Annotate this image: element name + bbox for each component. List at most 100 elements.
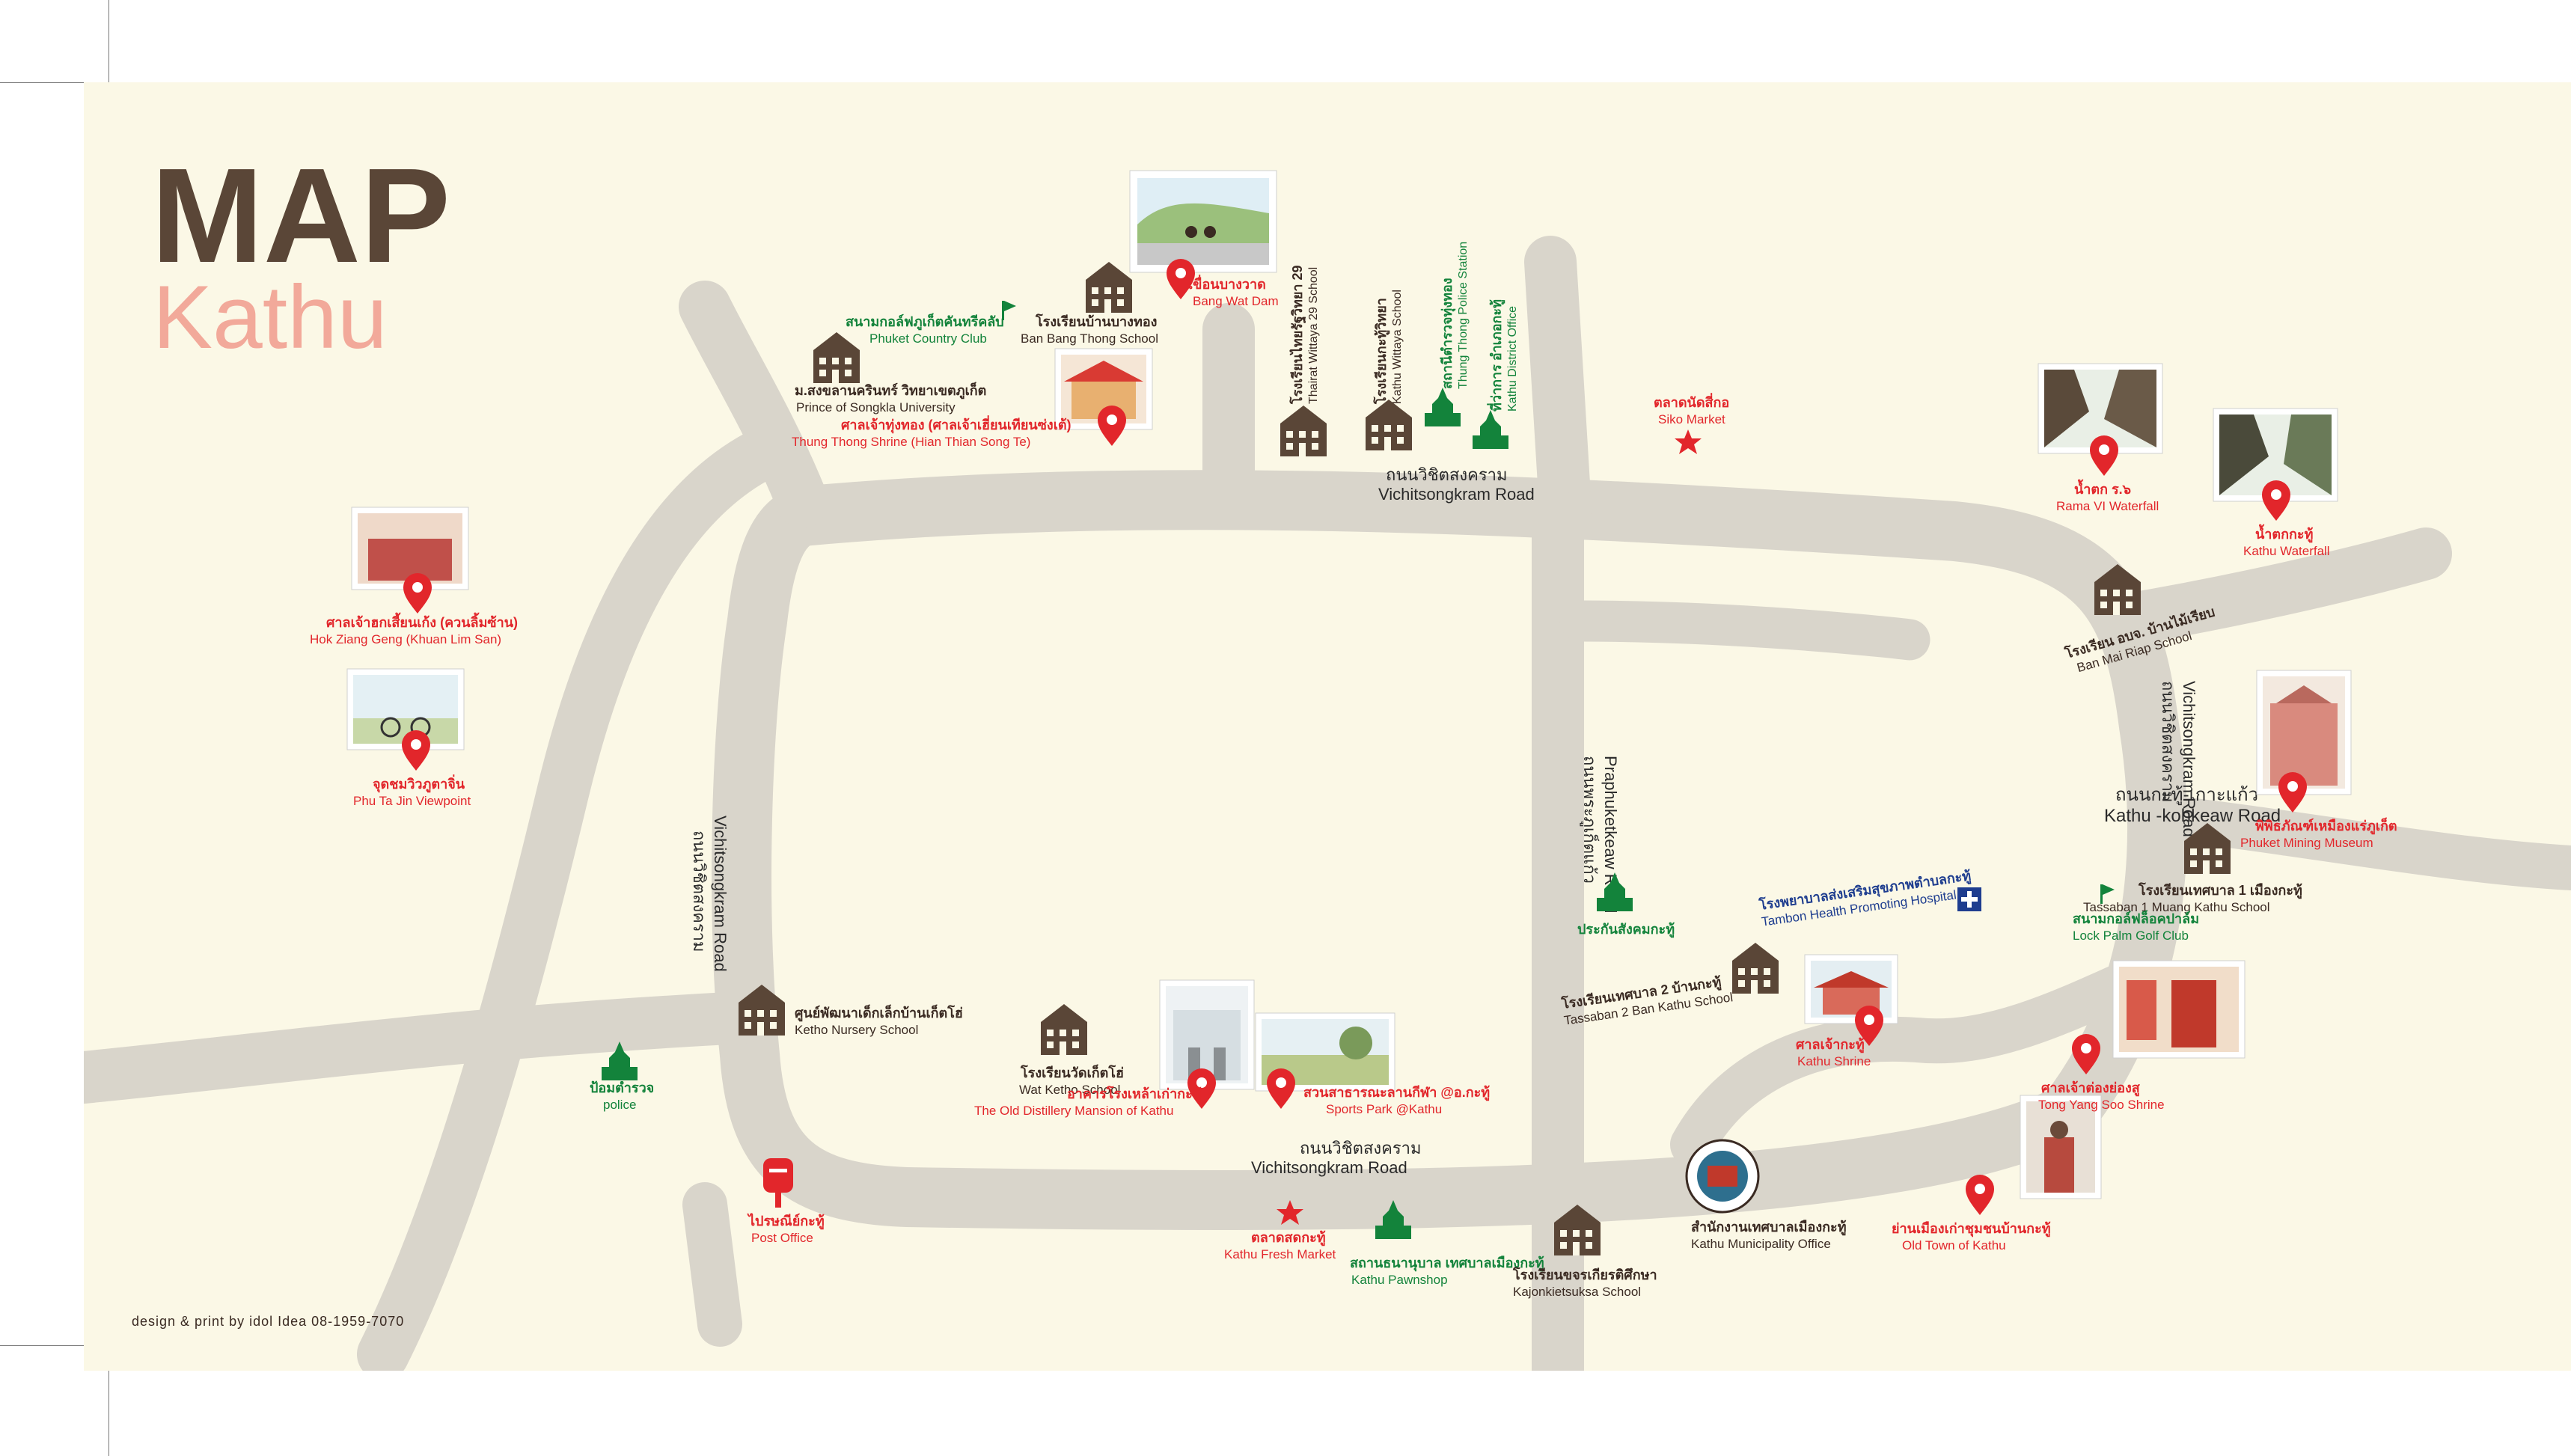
connector-road [1559,600,1930,661]
north-west-road [679,281,828,527]
siko-market-th: ตลาดนัดสี่กอ [1654,393,1729,410]
kathu-shrine-en: Kathu Shrine [1797,1054,1871,1068]
tassaban1-en: Tassaban 1 Muang Kathu School [2083,900,2270,914]
kathu-waterfall-th: น้ำตกกะทู้ [2255,524,2313,543]
south-east-road [1670,950,2171,1167]
fresh-market-th: ตลาดสดกะทู้ [1251,1230,1326,1247]
kathu-wittaya-th: โรงเรียนกะทู้วิทยา [1373,298,1390,405]
bang-wat-dam-en: Bang Wat Dam [1193,294,1279,308]
south-road-down [682,1182,742,1347]
district-road [1524,236,1592,535]
bang-wat-dam-th: เขื่อนบางวาด [1188,275,1266,292]
ban-bang-thong-th: โรงเรียนบ้านบางทอง [1035,313,1157,329]
west-road-label-en: Vichitsongkram Road [711,816,730,972]
east-road-label-en: Vichitsongkram Road [2180,681,2198,837]
prakan-sangkhom-th: ประกันสังคมกะทู้ [1577,922,1675,938]
phuket-country-club-en: Phuket Country Club [869,331,987,346]
kohkeaw-road-label-en: Kathu -kohkeaw Road [2104,806,2281,826]
psu-th: ม.สงขลานครินทร์ วิทยาเขตภูเก็ต [795,382,986,400]
west-road-label-th: ถนนวิชิตสงคราม [690,831,709,952]
south-west-road [84,991,768,1104]
hospital-cross-icon[interactable] [1957,887,1981,911]
north-road-label-en: Vichitsongkram Road [1378,485,1535,504]
kohkeaw-road [2127,793,2571,890]
post-office-en: Post Office [751,1231,813,1245]
phu-ta-jin-th: จุดชมวิวภูตาจิ่น [373,774,465,793]
post-office-th: ไปรษณีย์กะทู้ [747,1213,825,1230]
old-distillery-en: The Old Distillery Mansion of Kathu [974,1104,1173,1118]
pawnshop-en: Kathu Pawnshop [1351,1273,1448,1287]
municipality-en: Kathu Municipality Office [1691,1237,1831,1251]
police-en: police [603,1098,636,1112]
thairat-en: Thairat Wittaya 29 School [1307,267,1320,404]
thung-thong-shrine-photo [1054,348,1153,430]
old-town-en: Old Town of Kathu [1902,1238,2006,1252]
ketho-nursery-th: ศูนย์พัฒนาเด็กเล็กบ้านเก็ตโฮ่ [795,1004,963,1022]
tong-yang-soo-en: Tong Yang Soo Shrine [2038,1098,2165,1112]
south-road-label-th: ถนนวิชิตสงคราม [1300,1139,1422,1157]
rama6-waterfall-photo [2037,363,2163,454]
kathu-waterfall-en: Kathu Waterfall [2243,544,2330,558]
lock-palm-en: Lock Palm Golf Club [2073,929,2189,943]
center-road-label-th: ถนนพระภูเก็ตแก้ว [1580,756,1601,884]
east-road-label-th: ถนนวิชิตสงคราม [2159,681,2177,803]
kohkeaw-road-label-th: ถนนกะทู้-เกาะแก้ว [2115,785,2258,806]
kajonkiet-en: Kajonkietsuksa School [1513,1285,1641,1299]
ketho-nursery-en: Ketho Nursery School [795,1023,918,1037]
rama6-waterfall-en: Rama VI Waterfall [2056,499,2159,513]
east-spur-road [2093,527,2452,647]
crop-mark [0,1345,84,1346]
map-panel: MAP Kathu ถนนวิชิตสงคราม Vichitsongkram … [84,82,2571,1371]
wat-ketho-th: โรงเรียนวัดเก็ตโฮ่ [1020,1064,1124,1080]
west-road [357,430,783,1371]
phuket-mining-museum-en: Phuket Mining Museum [2240,836,2373,850]
old-distillery-th: อาคารโรงเหล้าเก่ากะทู้ [1067,1086,1202,1103]
tong-yang-soo-photo [2112,960,2246,1059]
sports-park-en: Sports Park @Kathu [1326,1102,1442,1116]
hok-ziang-geng-th: ศาลเจ้าฮกเสี้ยนเก้ง (ควนลิ้มซ้าน) [326,612,518,630]
fresh-market-en: Kathu Fresh Market [1224,1247,1336,1261]
south-road-label-en: Vichitsongkram Road [1251,1158,1407,1177]
main-loop-road [712,470,2187,1230]
psu-en: Prince of Songkla University [796,400,956,415]
map-subtitle: Kathu [153,267,388,367]
crop-mark [108,0,109,84]
lock-palm-th: สนามกอล์ฟล็อคปาล์ม [2073,910,2199,926]
road-network [84,236,2571,1371]
ban-bang-thong-en: Ban Bang Thong School [1021,331,1158,346]
phuket-mining-museum-th: พิพิธภัณฑ์เหมืองแร่ภูเก็ต [2255,817,2397,835]
kathu-shrine-photo [1804,954,1898,1024]
old-town-th: ย่านเมืองเก่าชุมชนบ้านกะทู้ [1892,1221,2051,1238]
credit-line: design & print by idol Idea 08-1959-7070 [132,1314,404,1329]
thung-thong-shrine-th: ศาลเจ้าทุ่งทอง (ศาลเจ้าเฮี่ยนเทียนซ่งเต้… [841,415,1071,434]
thung-thong-police-th: สถานีตำรวจทุ่งทอง [1440,278,1456,389]
municipal-seal-icon[interactable] [1685,1139,1760,1214]
wat-ketho-en: Wat Ketho School [1019,1083,1120,1097]
crop-mark [0,82,84,83]
crop-mark [108,1371,109,1456]
rama6-waterfall-th: น้ำตก ร.๖ [2074,479,2131,497]
police-th: ป้อมตำรวจ [590,1080,654,1095]
north-road-label-th: ถนนวิชิตสงคราม [1386,465,1508,484]
kathu-district-th: ที่ว่าการ อำเภอกะทู้ [1487,299,1505,412]
kathu-waterfall-photo [2213,408,2338,502]
sports-park-th: สวนสาธารณะลานกีฬา @อ.กะทู้ [1303,1085,1490,1101]
tassaban1-th: โรงเรียนเทศบาล 1 เมืองกะทู้ [2138,882,2302,899]
mailbox-icon[interactable] [763,1158,793,1208]
kathu-wittaya-en: Kathu Wittaya School [1391,290,1404,404]
kajonkiet-th: โรงเรียนขจรเกียรติศึกษา [1512,1267,1657,1282]
municipality-th: สำนักงานเทศบาลเมืองกะทู้ [1691,1220,1847,1236]
thung-thong-police-en: Thung Thong Police Station [1457,242,1470,389]
phuket-mining-museum-photo [2256,670,2352,795]
pawnshop-th: สถานธนานุบาล เทศบาลเมืองกะทู้ [1350,1255,1544,1272]
phu-ta-jin-en: Phu Ta Jin Viewpoint [353,794,471,808]
hok-ziang-geng-en: Hok Ziang Geng (Khuan Lim San) [310,632,501,646]
siko-market-en: Siko Market [1658,412,1725,426]
kathu-district-en: Kathu District Office [1506,306,1519,412]
thairat-th: โรงเรียนไทยรัฐวิทยา 29 [1289,265,1306,405]
kathu-shrine-th: ศาลเจ้ากะทู้ [1796,1037,1865,1053]
old-town-photo [2020,1095,2102,1199]
map-title: MAP [151,141,450,291]
phuket-country-club-th: สนามกอล์ฟภูเก็ตคันทรีคลับ [846,313,1004,331]
